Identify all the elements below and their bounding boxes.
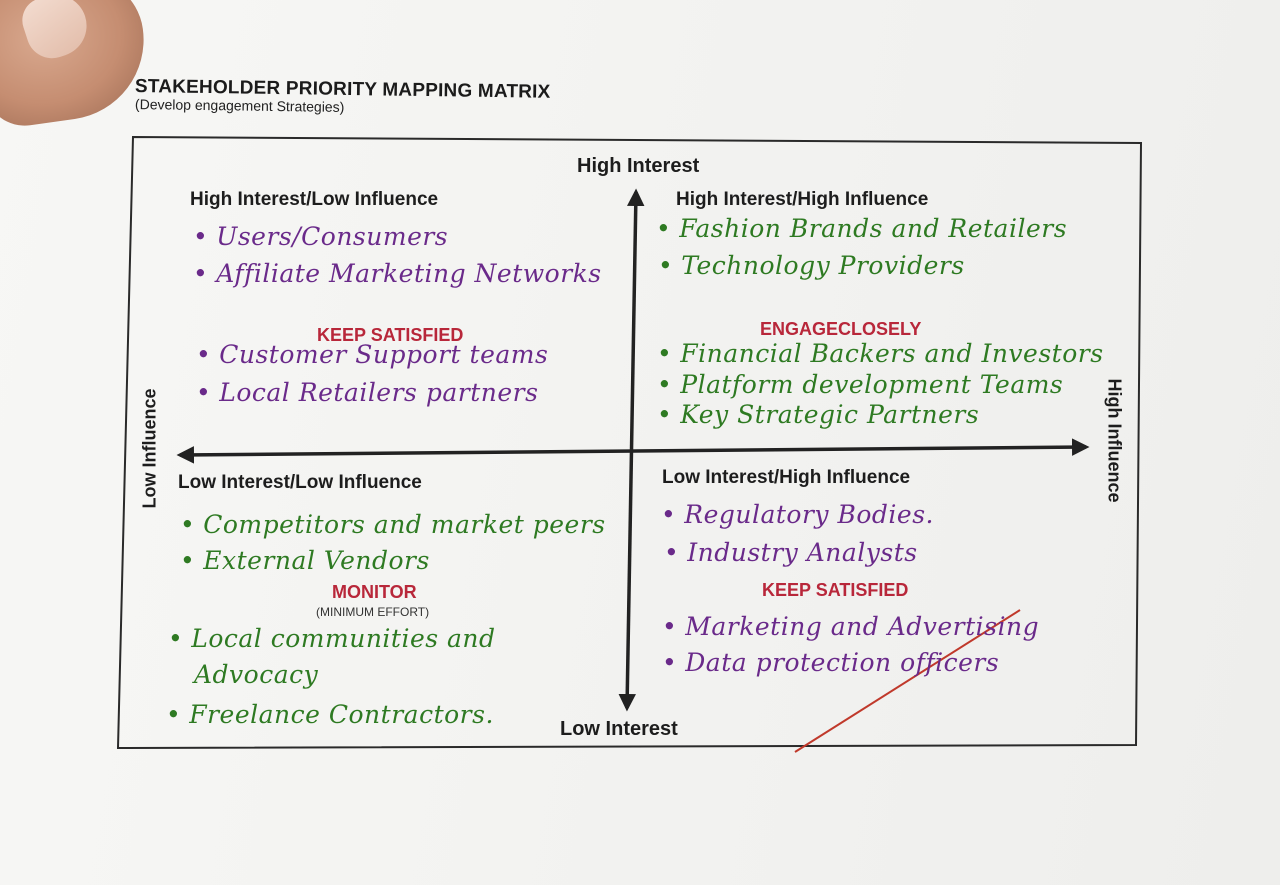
- list-item: •Marketing and Advertising: [662, 612, 1040, 641]
- list-item: •Affiliate Marketing Networks: [193, 259, 602, 288]
- list-item: •Local Retailers partners: [196, 378, 539, 407]
- list-item: •Industry Analysts: [664, 538, 918, 567]
- list-item: •Data protection officers: [662, 648, 1000, 677]
- quadrant-heading-bottom-right: Low Interest/High Influence: [662, 467, 911, 488]
- quadrant-heading-top-left: High Interest/Low Influence: [190, 189, 439, 210]
- quadrant-heading-bottom-left: Low Interest/Low Influence: [178, 472, 422, 493]
- axis-label-low-influence: Low Influence: [139, 388, 160, 509]
- list-item: •External Vendors: [180, 546, 430, 575]
- list-item: •Fashion Brands and Retailers: [656, 214, 1068, 243]
- list-item: •Platform development Teams: [657, 370, 1064, 399]
- list-item: •Technology Providers: [658, 251, 965, 280]
- strategy-label-top-right: ENGAGECLOSELY: [760, 319, 922, 339]
- axis-label-low-interest: Low Interest: [560, 718, 678, 740]
- axis-label-high-interest: High Interest: [577, 155, 700, 177]
- strategy-note-bottom-left: (MINIMUM EFFORT): [316, 605, 430, 619]
- list-item: Advocacy: [194, 660, 319, 689]
- list-item: •Local communities and: [168, 624, 496, 653]
- list-item: •Users/Consumers: [193, 222, 449, 251]
- strategy-label-bottom-left: MONITOR: [332, 582, 417, 602]
- quadrant-heading-top-right: High Interest/High Influence: [676, 189, 929, 210]
- list-item: •Key Strategic Partners: [657, 400, 980, 429]
- strategy-label-top-left: KEEP SATISFIED: [317, 325, 464, 345]
- list-item: •Competitors and market peers: [180, 510, 606, 539]
- list-item: •Regulatory Bodies.: [661, 500, 934, 529]
- page-subtitle: (Develop engagement Strategies): [134, 96, 345, 115]
- list-item: •Customer Support teams: [196, 340, 549, 369]
- axis-label-high-influence: High Influence: [1104, 378, 1125, 503]
- list-item: •Financial Backers and Investors: [657, 339, 1104, 368]
- thumbnail-nail: [16, 0, 95, 65]
- strategy-label-bottom-right: KEEP SATISFIED: [762, 580, 909, 600]
- list-item: •Freelance Contractors.: [166, 700, 494, 729]
